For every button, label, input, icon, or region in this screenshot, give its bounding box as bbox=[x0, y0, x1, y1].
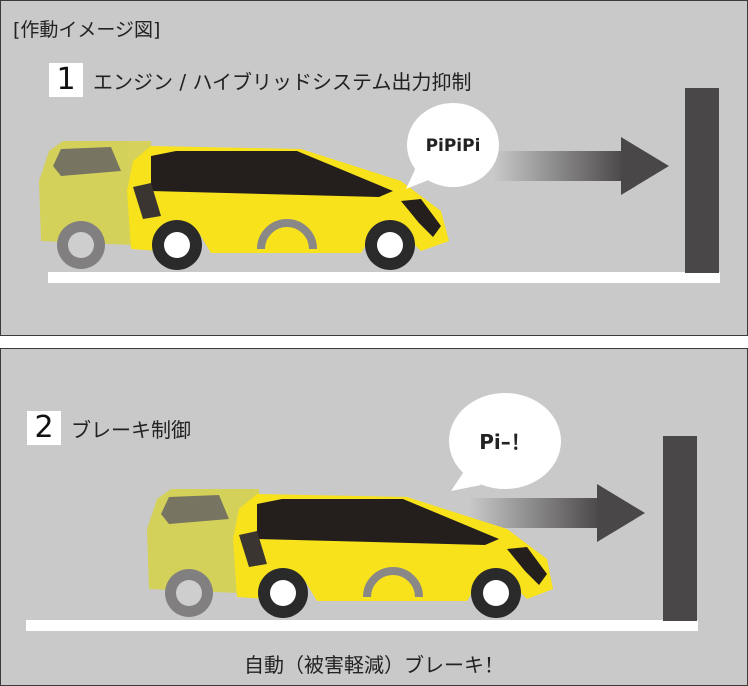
bubble-2-text: Pi–！ bbox=[479, 430, 531, 454]
ghost-car-icon bbox=[147, 489, 261, 617]
arrow-right-icon bbox=[469, 484, 645, 542]
bubble-1-text: PiPiPi bbox=[426, 136, 481, 156]
step-1-heading: 1 エンジン / ハイブリッドシステム出力抑制 bbox=[49, 63, 471, 97]
step-1-label: エンジン / ハイブリッドシステム出力抑制 bbox=[93, 69, 472, 94]
caption: 自動（被害軽減）ブレーキ！ bbox=[244, 653, 504, 677]
speech-bubble-icon: PiPiPi bbox=[406, 103, 499, 189]
panel-step-2: 2 ブレーキ制御 bbox=[0, 348, 748, 686]
arrow-right-icon bbox=[493, 137, 669, 195]
minivan-icon bbox=[127, 146, 449, 270]
step-2-label: ブレーキ制御 bbox=[71, 417, 191, 442]
step-2-number: 2 bbox=[27, 411, 61, 445]
ground-line bbox=[26, 620, 698, 631]
step-2-heading: 2 ブレーキ制御 bbox=[27, 411, 191, 445]
minivan-icon bbox=[233, 494, 553, 618]
step-1-number: 1 bbox=[49, 63, 83, 97]
scene-2: Pi–！ bbox=[26, 393, 698, 631]
wall-icon bbox=[663, 436, 697, 621]
ground-line bbox=[48, 272, 720, 283]
diagram-title: [作動イメージ図] bbox=[13, 19, 161, 41]
scene-1: PiPiPi bbox=[39, 88, 720, 283]
wall-icon bbox=[685, 88, 719, 273]
panel-step-1: [作動イメージ図] 1 エンジン / ハイブリッドシステム出力抑制 bbox=[0, 0, 748, 336]
speech-bubble-icon: Pi–！ bbox=[449, 393, 561, 491]
ghost-car-icon bbox=[39, 141, 153, 269]
